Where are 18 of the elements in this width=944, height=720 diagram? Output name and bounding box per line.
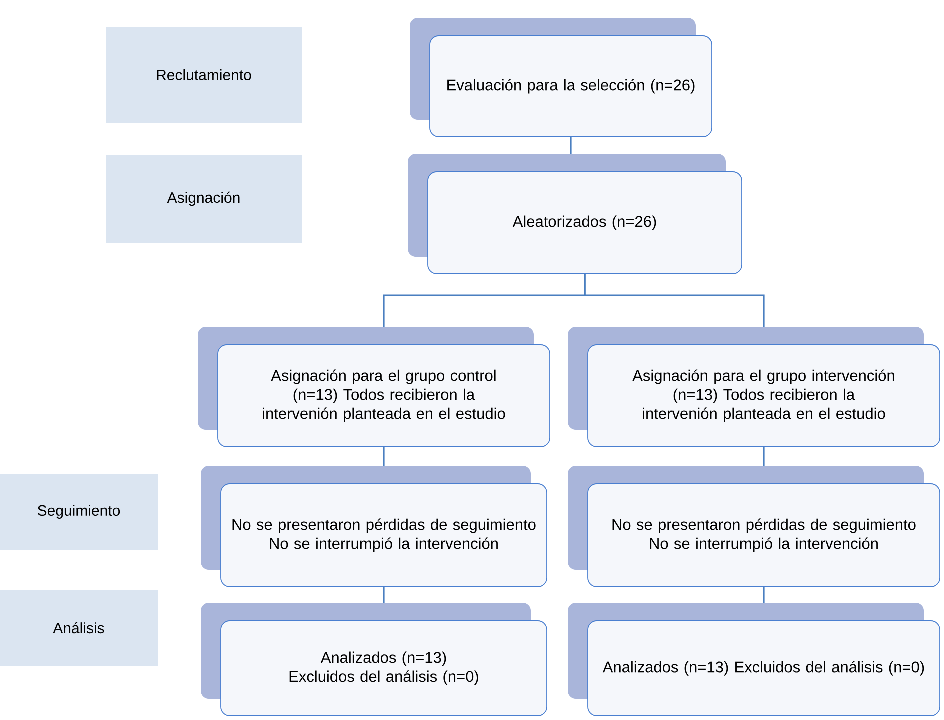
connector-line: [763, 587, 765, 603]
process-box: Asignación para el grupo intervención (n=13) Todos recibieron la intervenión planteada en el estudio: [568, 327, 940, 448]
stage-box: Análisis: [0, 590, 158, 666]
process-box: Aleatorizados (n=26): [408, 154, 742, 274]
stage-box: Seguimiento: [0, 474, 158, 550]
stage-box: Reclutamiento: [106, 27, 302, 123]
connector-line: [570, 137, 572, 154]
connector-line: [584, 274, 765, 327]
process-box: No se presentaron pérdidas de seguimiento No se interrumpió la intervención: [201, 466, 548, 588]
connector-line: [383, 587, 385, 603]
process-box: Analizados (n=13) Excluidos del análisis (n=0): [201, 603, 548, 716]
process-box: Evaluación para la selección (n=26): [410, 18, 712, 138]
stage-box: Asignación: [106, 155, 302, 243]
connector-line: [383, 447, 385, 466]
process-box: Analizados (n=13) Excluidos del análisis (n=0): [568, 603, 940, 716]
process-box: No se presentaron pérdidas de seguimiento No se interrumpió la intervención: [568, 466, 940, 588]
process-box: Asignación para el grupo control (n=13) Todos recibieron la intervenión planteada en el estudio: [198, 327, 550, 448]
connector-line: [763, 447, 765, 466]
